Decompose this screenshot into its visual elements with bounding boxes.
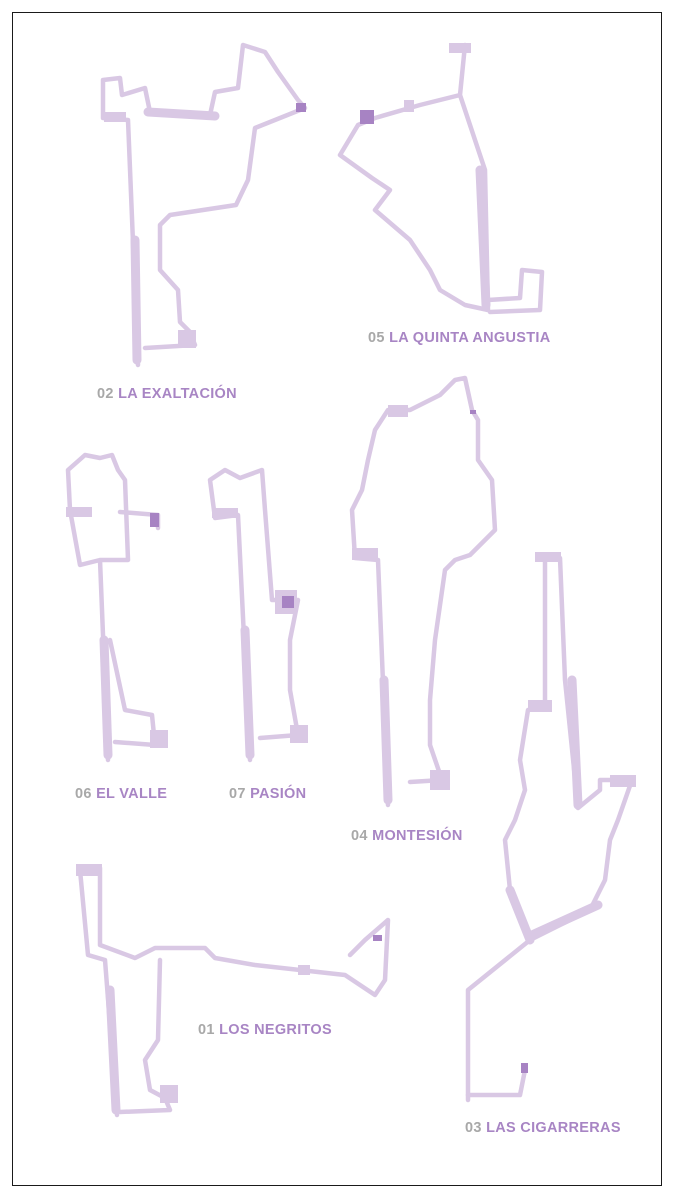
destination-marker <box>150 513 159 527</box>
route-name: EL VALLE <box>96 786 168 802</box>
route-segment <box>379 675 393 805</box>
plaza-block <box>449 43 471 53</box>
plaza-block <box>430 770 450 790</box>
route-segment <box>143 107 220 121</box>
route-number: 04 <box>351 828 368 844</box>
plaza-block <box>150 730 168 748</box>
route-label-07: 07 PASIÓN <box>229 786 306 802</box>
plaza-block <box>76 864 102 876</box>
route-name: PASIÓN <box>250 786 307 802</box>
route-segment <box>105 985 121 1115</box>
route-label-05: 05 LA QUINTA ANGUSTIA <box>368 330 550 346</box>
route-el-valle[interactable] <box>65 452 168 763</box>
route-path <box>107 509 161 748</box>
route-number: 07 <box>229 786 246 802</box>
route-name: LA EXALTACIÓN <box>118 386 237 402</box>
route-segment <box>240 625 255 760</box>
route-number: 05 <box>368 330 385 346</box>
route-name: LA QUINTA ANGUSTIA <box>389 330 551 346</box>
route-path <box>77 865 391 1118</box>
route-number: 03 <box>465 1120 482 1136</box>
plaza-block <box>66 507 92 517</box>
destination-marker <box>470 410 476 414</box>
route-segment <box>130 235 142 365</box>
route-las-cigarreras[interactable] <box>465 552 636 1103</box>
route-path <box>337 42 491 313</box>
route-number: 06 <box>75 786 92 802</box>
route-pasion[interactable] <box>207 467 308 763</box>
route-path <box>349 375 498 808</box>
route-segment <box>475 165 491 310</box>
plaza-block <box>104 112 126 122</box>
destination-marker <box>360 110 374 124</box>
route-segment <box>505 885 603 945</box>
plaza-block <box>290 725 308 743</box>
route-la-quinta-angustia[interactable] <box>337 42 545 315</box>
route-la-exaltacion[interactable] <box>100 42 308 368</box>
destination-marker <box>296 103 306 112</box>
destination-marker <box>373 935 382 941</box>
route-segment <box>567 675 583 810</box>
plaza-block <box>528 700 552 712</box>
plaza-block <box>178 330 196 348</box>
route-path <box>465 1067 528 1098</box>
plaza-block <box>535 552 561 562</box>
route-number: 02 <box>97 386 114 402</box>
route-name: MONTESIÓN <box>372 828 463 844</box>
destination-marker <box>521 1063 528 1073</box>
route-label-03: 03 LAS CIGARRERAS <box>465 1120 621 1136</box>
plaza-block <box>404 100 414 112</box>
route-los-negritos[interactable] <box>76 864 391 1118</box>
route-label-01: 01 LOS NEGRITOS <box>198 1022 332 1038</box>
route-name: LAS CIGARRERAS <box>486 1120 621 1136</box>
plaza-block <box>352 548 378 560</box>
plaza-block <box>212 508 238 518</box>
plaza-block <box>610 775 636 787</box>
plaza-block <box>160 1085 178 1103</box>
plaza-block <box>388 405 408 417</box>
route-path <box>117 957 173 1115</box>
route-path <box>485 267 545 315</box>
destination-marker <box>282 596 294 608</box>
route-path <box>100 42 308 368</box>
plaza-block <box>298 965 310 975</box>
route-name: LOS NEGRITOS <box>219 1022 332 1038</box>
route-segment <box>99 635 113 760</box>
route-label-02: 02 LA EXALTACIÓN <box>97 386 237 402</box>
route-path <box>65 452 131 763</box>
route-montesion[interactable] <box>349 375 498 808</box>
route-label-06: 06 EL VALLE <box>75 786 167 802</box>
route-path <box>465 555 635 1103</box>
route-number: 01 <box>198 1022 215 1038</box>
route-label-04: 04 MONTESIÓN <box>351 828 463 844</box>
map-frame <box>12 12 662 1186</box>
